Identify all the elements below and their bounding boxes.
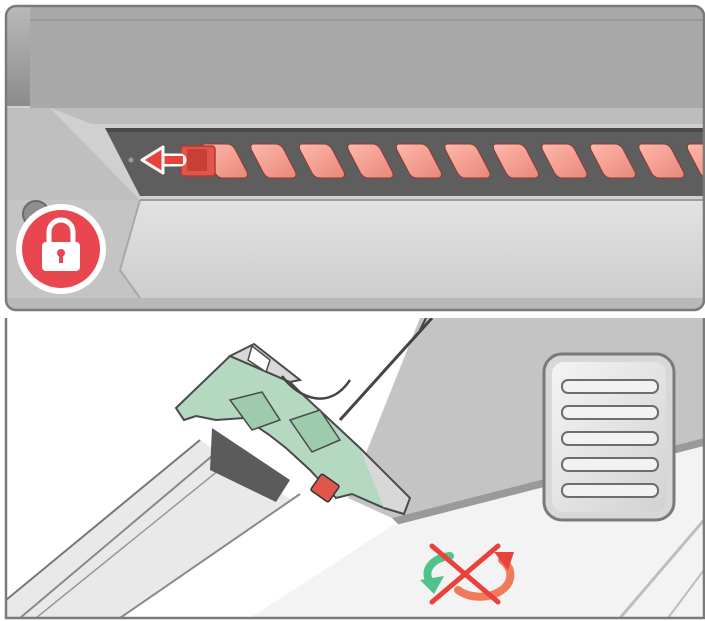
vent-slot (395, 143, 442, 179)
glass-pane (6, 440, 292, 618)
vent-slot (686, 143, 705, 178)
louver-slat (561, 457, 659, 472)
louver-slat (561, 405, 659, 420)
screw-dot (128, 157, 134, 163)
vent-slot (638, 143, 685, 179)
louver-slat (561, 483, 659, 498)
lock-icon (16, 204, 106, 294)
louver-slat (561, 431, 659, 446)
louver-slat (561, 379, 659, 394)
vent-slot (541, 143, 588, 179)
vent-slot (250, 143, 297, 179)
vent-slot (298, 143, 345, 179)
louver-vent (542, 352, 676, 522)
vent-slot (347, 143, 394, 179)
vent-slot (444, 143, 491, 179)
vent-slot (492, 143, 539, 179)
red-gasket (310, 473, 340, 503)
top-panel-border (4, 4, 705, 312)
slide-left-arrow-icon (140, 145, 187, 175)
no-rotation-icon (420, 543, 515, 605)
vent-slot (589, 143, 636, 179)
bottom-panel (6, 318, 704, 618)
vent-slots (201, 143, 705, 179)
bottom-panel-border (4, 318, 705, 620)
latch-slider (180, 145, 216, 177)
window-sash (120, 200, 704, 298)
